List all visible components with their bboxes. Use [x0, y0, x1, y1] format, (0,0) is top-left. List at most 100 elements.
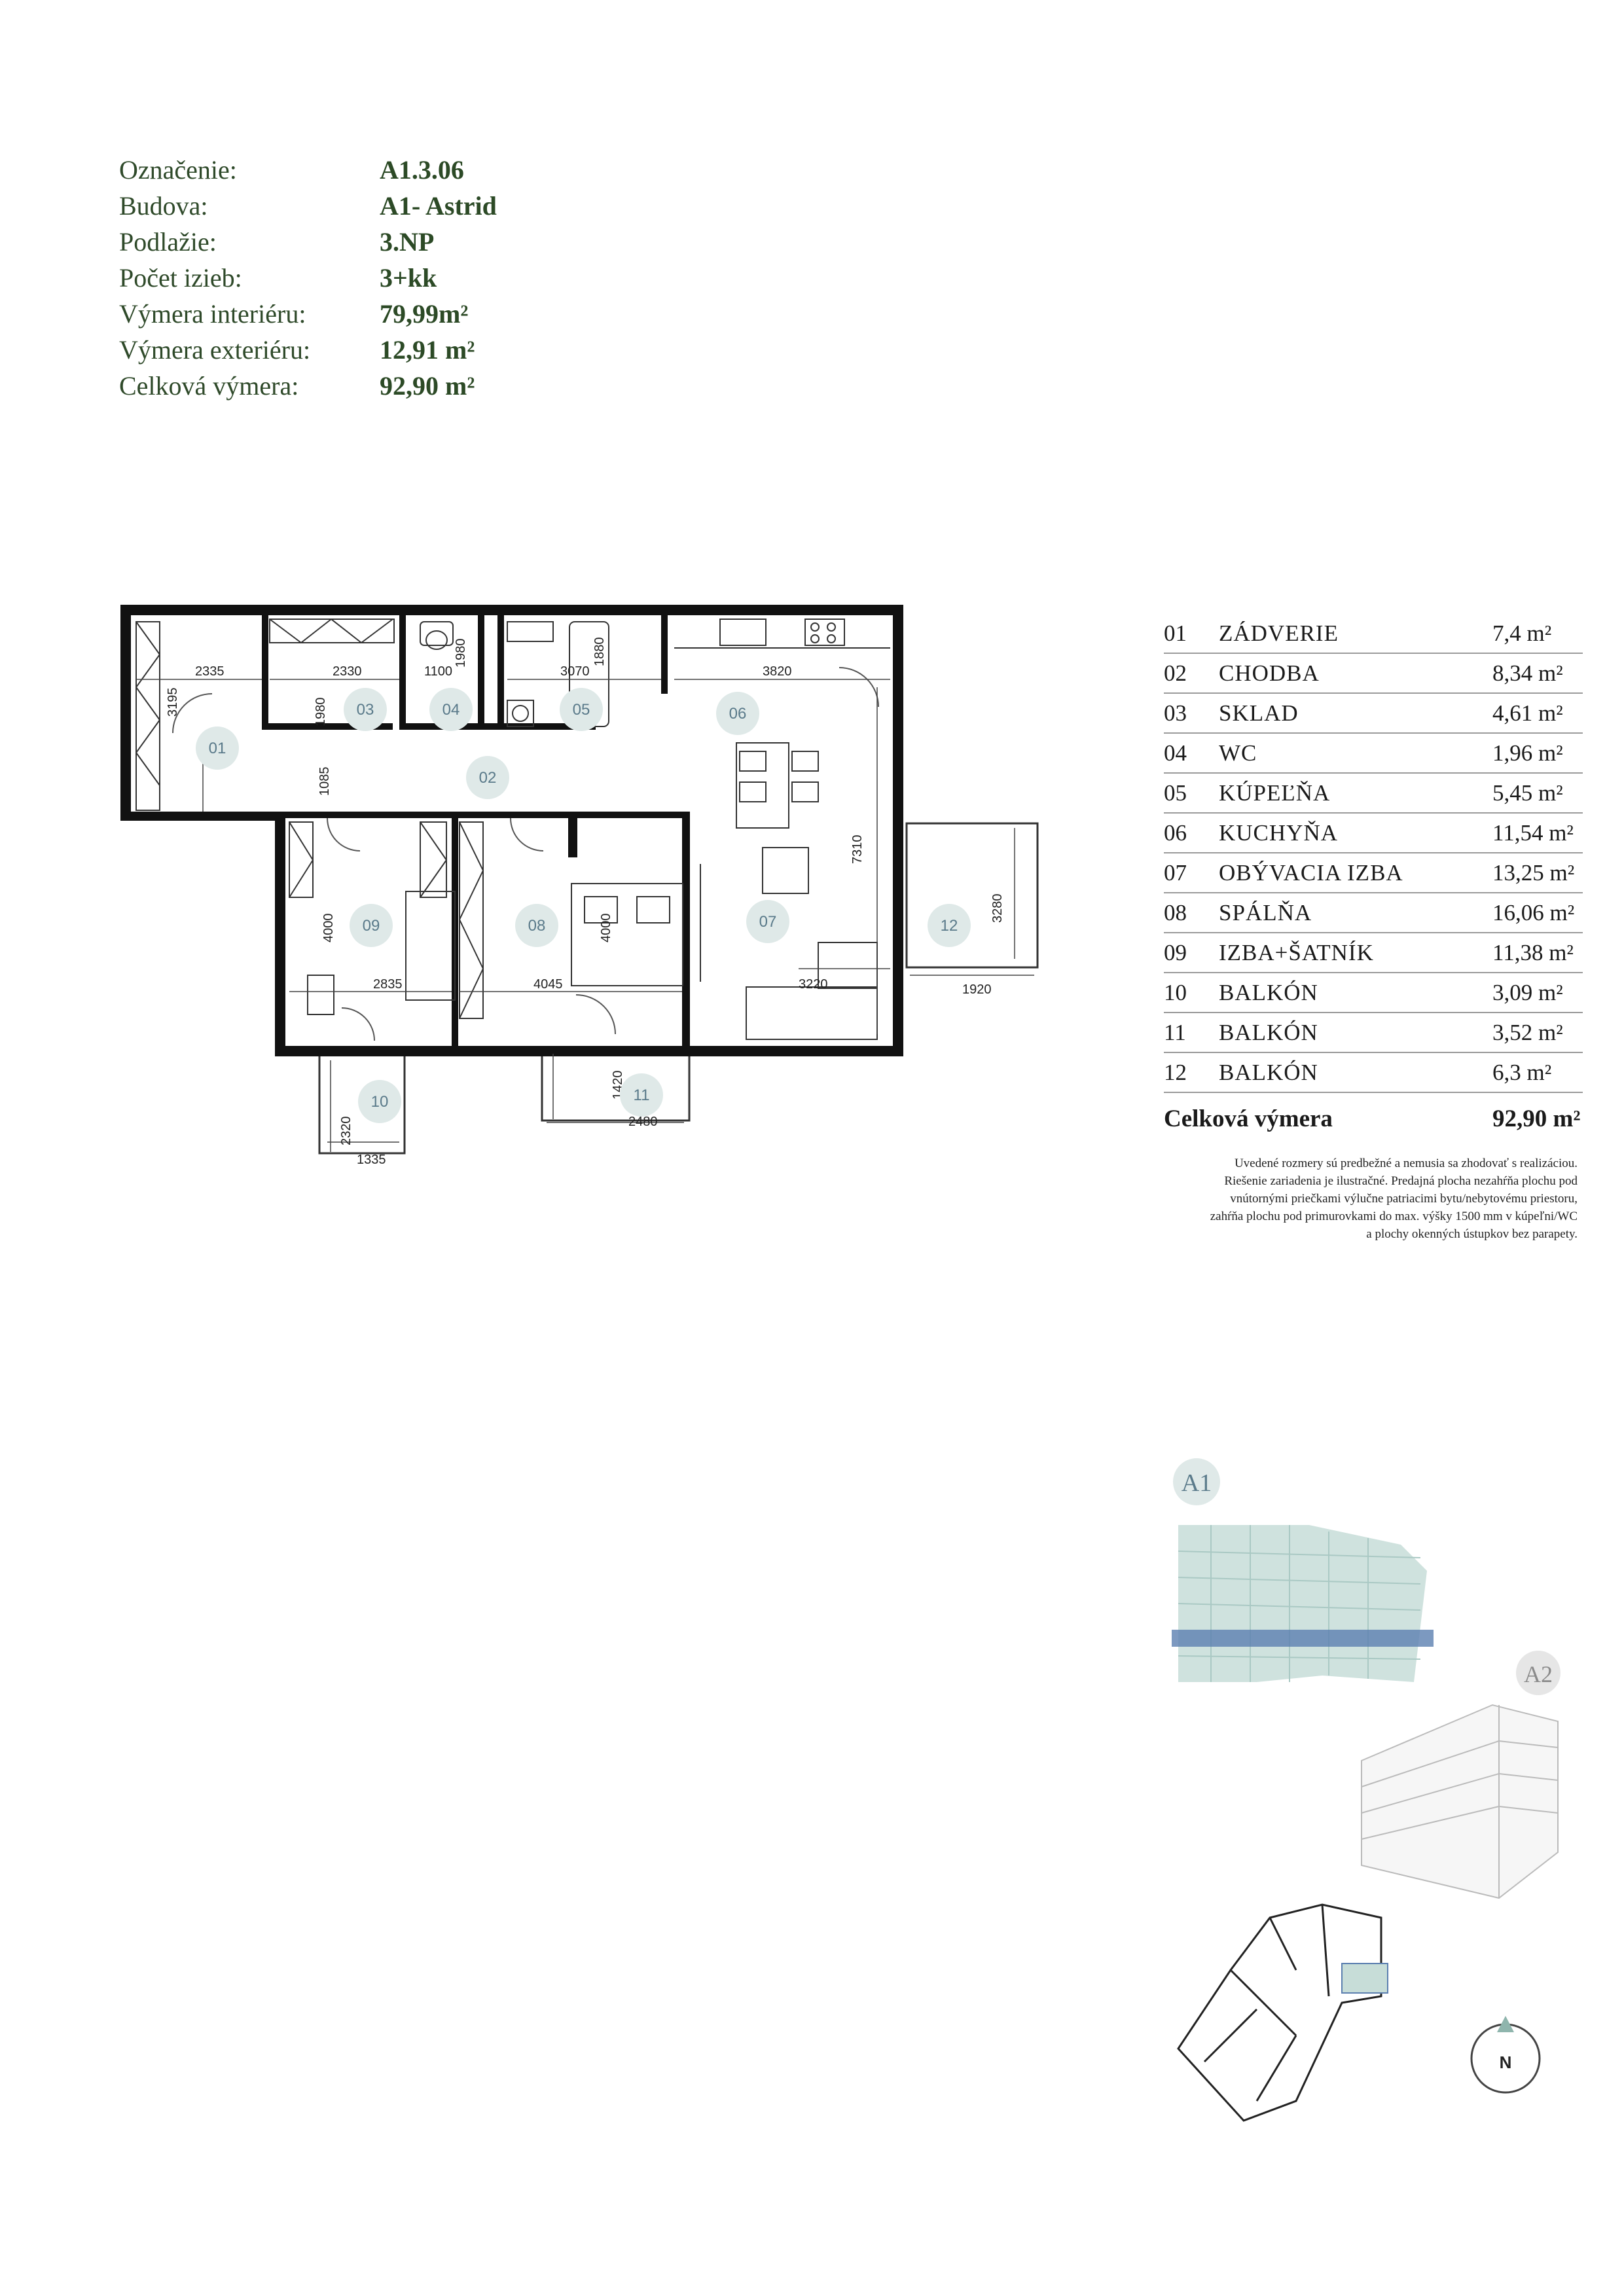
info-row: Počet izieb: 3+kk — [119, 260, 497, 296]
room-label-12: 12 — [941, 917, 958, 935]
info-label: Celková výmera: — [119, 371, 299, 401]
info-row: Výmera exteriéru: 12,91 m² — [119, 332, 497, 368]
room-name: KUCHYŇA — [1219, 819, 1338, 846]
info-row: Podlažie: 3.NP — [119, 224, 497, 260]
info-value: A1.3.06 — [380, 155, 464, 185]
table-row: 08 SPÁLŇA 16,06 m² — [1164, 893, 1583, 933]
room-area: 11,54 m² — [1492, 819, 1574, 846]
note-line: Riešenie zariadenia je ilustračné. Preda… — [1224, 1174, 1578, 1188]
room-name: SPÁLŇA — [1219, 899, 1312, 925]
dim-3070: 3070 — [560, 664, 590, 679]
a1-label: A1 — [1182, 1469, 1212, 1497]
room-numbers: 01 03 04 05 06 02 07 08 09 12 10 11 — [209, 701, 958, 1111]
room-label-02: 02 — [479, 769, 497, 787]
highlight-floor — [1172, 1630, 1434, 1647]
room-num: 08 — [1164, 899, 1187, 925]
info-value: 3.NP — [380, 227, 435, 257]
apartment-info: Označenie: A1.3.06 Budova: A1- Astrid Po… — [119, 152, 497, 404]
info-label: Podlažie: — [119, 227, 217, 257]
room-name: KÚPEĽŇA — [1219, 780, 1331, 806]
dim-2835: 2835 — [373, 977, 403, 992]
total-value: 92,90 m² — [1492, 1105, 1581, 1132]
a2-label: A2 — [1524, 1661, 1553, 1687]
compass-n-label: N — [1500, 2053, 1512, 2072]
dim-3280: 3280 — [990, 894, 1005, 924]
room-num: 06 — [1164, 819, 1187, 846]
room-label-04: 04 — [442, 701, 460, 719]
room-name: SKLAD — [1219, 700, 1299, 726]
dim-3195: 3195 — [166, 688, 180, 717]
dim-2330: 2330 — [333, 664, 362, 679]
room-label-07: 07 — [759, 913, 777, 931]
room-name: IZBA+ŠATNÍK — [1219, 939, 1374, 965]
info-label: Výmera exteriéru: — [119, 335, 311, 365]
room-name: BALKÓN — [1219, 1059, 1318, 1085]
floor-plan: 2335 3195 2330 1980 1100 1980 3070 1880 … — [118, 602, 1047, 1221]
room-num: 04 — [1164, 740, 1187, 766]
exterior-walls — [120, 605, 903, 1056]
info-value: 79,99m² — [380, 299, 469, 329]
info-row: Označenie: A1.3.06 — [119, 152, 497, 188]
room-markers — [196, 688, 971, 1123]
info-label: Výmera interiéru: — [119, 299, 306, 329]
dim-1920: 1920 — [962, 982, 992, 997]
room-num: 12 — [1164, 1059, 1187, 1085]
room-label-01: 01 — [209, 740, 226, 757]
room-num: 10 — [1164, 979, 1187, 1005]
room-area: 8,34 m² — [1492, 660, 1563, 686]
note-line: vnútornými priečkami výlučne patriacimi … — [1230, 1192, 1578, 1206]
dim-3220: 3220 — [799, 977, 828, 992]
room-label-10: 10 — [371, 1093, 389, 1111]
room-num: 01 — [1164, 620, 1187, 646]
site-highlight — [1341, 1963, 1388, 1994]
room-area: 4,61 m² — [1492, 700, 1563, 726]
room-name: CHODBA — [1219, 660, 1320, 686]
room-num: 02 — [1164, 660, 1187, 686]
total-row: Celková výmera 92,90 m² — [1164, 1093, 1583, 1144]
table-row: 12 BALKÓN 6,3 m² — [1164, 1053, 1583, 1093]
room-area: 16,06 m² — [1492, 899, 1575, 925]
dim-4045: 4045 — [533, 977, 563, 992]
wardrobes — [135, 619, 484, 1019]
room-label-06: 06 — [729, 705, 747, 723]
dim-1980-wc: 1980 — [454, 639, 468, 668]
furniture — [307, 742, 878, 1040]
dim-2335: 2335 — [195, 664, 225, 679]
dim-4000-08: 4000 — [599, 914, 613, 943]
info-value: 92,90 m² — [380, 371, 475, 401]
dimension-lines — [136, 679, 1034, 1152]
dim-3820: 3820 — [763, 664, 792, 679]
info-row: Budova: A1- Astrid — [119, 188, 497, 224]
dim-1100: 1100 — [424, 664, 452, 679]
info-label: Označenie: — [119, 155, 237, 185]
info-label: Budova: — [119, 191, 208, 221]
room-name: OBÝVACIA IZBA — [1219, 859, 1403, 886]
info-value: 12,91 m² — [380, 335, 475, 365]
room-area: 13,25 m² — [1492, 859, 1575, 886]
fixtures — [420, 619, 890, 727]
table-row: 02 CHODBA 8,34 m² — [1164, 654, 1583, 694]
table-row: 01 ZÁDVERIE 7,4 m² — [1164, 614, 1583, 654]
a2-badge — [1516, 1651, 1561, 1695]
balcony-outlines — [318, 822, 1039, 1155]
a1-badge — [1173, 1458, 1220, 1505]
table-row: 06 KUCHYŇA 11,54 m² — [1164, 814, 1583, 853]
room-num: 03 — [1164, 700, 1187, 726]
room-num: 05 — [1164, 780, 1187, 806]
room-area: 7,4 m² — [1492, 620, 1552, 646]
dimension-labels: 2335 3195 2330 1980 1100 1980 3070 1880 … — [166, 637, 1005, 1168]
dim-7310: 7310 — [850, 835, 865, 865]
room-name: ZÁDVERIE — [1219, 620, 1339, 646]
room-area: 6,3 m² — [1492, 1059, 1552, 1085]
room-num: 09 — [1164, 939, 1187, 965]
dim-1980: 1980 — [314, 698, 328, 727]
compass-icon: N — [1470, 2016, 1541, 2094]
note-line: a plochy okenných ústupkov bez parapety. — [1366, 1227, 1578, 1241]
interior-walls — [262, 615, 690, 1054]
room-area: 5,45 m² — [1492, 780, 1563, 806]
dim-1085: 1085 — [317, 767, 332, 797]
